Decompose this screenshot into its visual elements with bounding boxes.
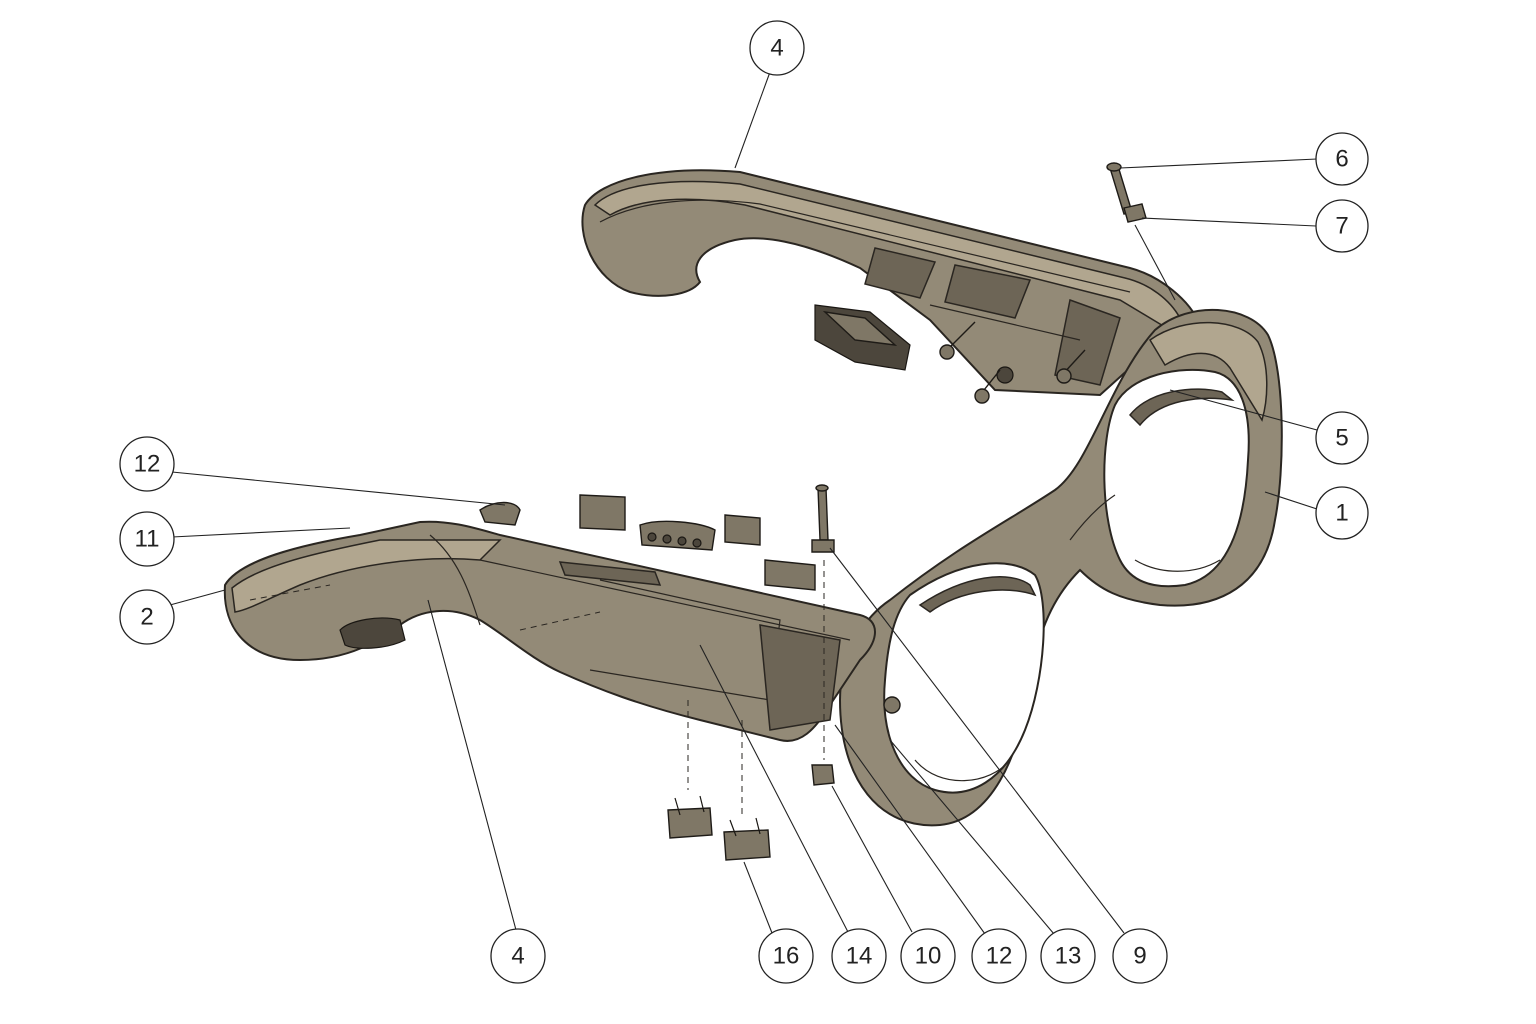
pin-part-9 — [811, 484, 835, 553]
svg-text:4: 4 — [511, 943, 524, 970]
upper-temple-arm — [581, 169, 1202, 397]
lower-temple-arm — [223, 494, 876, 742]
balloon-9: 9 — [1112, 928, 1168, 984]
balloon-12-bottom: 12 — [971, 928, 1027, 984]
svg-text:16: 16 — [773, 943, 800, 970]
balloon-12-left: 12 — [119, 436, 175, 492]
svg-text:14: 14 — [846, 943, 873, 970]
balloon-7: 7 — [1315, 199, 1369, 253]
svg-text:2: 2 — [140, 604, 153, 631]
svg-text:6: 6 — [1335, 146, 1348, 173]
svg-text:12: 12 — [986, 943, 1013, 970]
balloon-16: 16 — [758, 928, 814, 984]
balloon-4-bottom: 4 — [490, 928, 546, 984]
balloon-6: 6 — [1315, 132, 1369, 186]
balloon-11: 11 — [119, 511, 175, 567]
balloon-1: 1 — [1315, 486, 1369, 540]
svg-text:13: 13 — [1055, 943, 1082, 970]
clip-part-16-left — [667, 795, 713, 839]
balloon-4-top: 4 — [749, 20, 805, 76]
nut-part-7 — [1123, 203, 1147, 223]
svg-text:11: 11 — [135, 526, 160, 553]
svg-text:7: 7 — [1335, 213, 1348, 240]
balloon-2: 2 — [119, 589, 175, 645]
nut-part-10 — [811, 764, 835, 786]
svg-text:12: 12 — [134, 451, 161, 478]
balloon-14: 14 — [831, 928, 887, 984]
balloon-10: 10 — [900, 928, 956, 984]
leader-lines — [169, 71, 1318, 935]
svg-text:4: 4 — [770, 35, 783, 62]
module-upper — [814, 304, 911, 371]
svg-text:5: 5 — [1335, 425, 1348, 452]
balloon-5: 5 — [1315, 411, 1369, 465]
svg-text:10: 10 — [915, 943, 942, 970]
svg-text:1: 1 — [1335, 500, 1348, 527]
svg-text:9: 9 — [1133, 943, 1146, 970]
front-frame — [838, 309, 1283, 827]
balloon-13: 13 — [1040, 928, 1096, 984]
screw-set-upper — [939, 321, 1086, 404]
clip-part-16-right — [723, 817, 771, 861]
